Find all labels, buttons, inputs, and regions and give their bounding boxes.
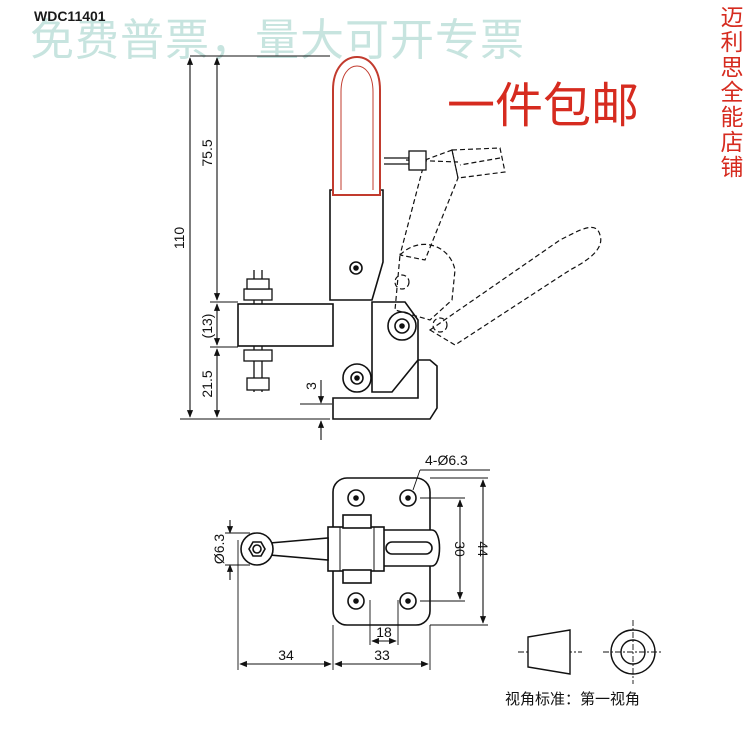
free-shipping-promo: 一件包邮: [447, 78, 640, 134]
concentric-circles-icon: [610, 629, 656, 675]
clamp-body: [327, 526, 385, 572]
dim-lower-height: 21.5: [199, 370, 215, 397]
watermark-banner: 免费普票，量大可开专票: [30, 15, 525, 66]
dim-offset: 3: [303, 382, 319, 390]
dim-base-width: 33: [374, 647, 390, 663]
spindle-arm: [269, 537, 329, 561]
spindle-bolt: [243, 270, 273, 392]
top-view: [225, 469, 490, 670]
side-dimension-labels: 110 75.5 (13) 21.5 3: [171, 139, 319, 397]
projection-label: 视角标准：第一视角: [505, 690, 640, 708]
truncated-cone-icon: [527, 629, 571, 675]
shop-name-char: 利: [720, 30, 744, 56]
mounting-base: [332, 359, 438, 420]
dimension-lines: [186, 57, 325, 440]
dim-upper-height: 75.5: [199, 139, 215, 166]
dim-base-height: 44: [475, 541, 491, 557]
dim-reach: 34: [278, 647, 294, 663]
handle-top: [373, 529, 441, 567]
dim-spindle-dia: Ø6.3: [211, 534, 227, 565]
arm-screw: [384, 150, 427, 171]
shop-name-vertical: 迈 利 思 全 能 店 铺: [718, 6, 746, 181]
extension-lines: [180, 55, 332, 420]
top-extension-lines: [225, 469, 490, 670]
top-dimension-labels: 4-Ø6.3 30 44 Ø6.3 18 34 33: [211, 452, 491, 663]
dim-holes: 4-Ø6.3: [425, 452, 468, 468]
handle-grip: [332, 55, 381, 196]
spindle-bar: [237, 303, 334, 347]
shop-name-char: 迈: [720, 5, 744, 31]
shop-name-char: 店: [720, 130, 744, 156]
projection-symbol: [518, 620, 663, 684]
pivot-hole: [349, 261, 363, 275]
mounting-holes: [347, 489, 417, 610]
side-view: [180, 55, 602, 440]
shop-name-char: 全: [720, 80, 744, 106]
dim-slot-width: 18: [376, 624, 392, 640]
shop-name-char: 能: [720, 105, 744, 131]
shop-name-char: 思: [720, 55, 744, 81]
dim-middle-height: (13): [199, 314, 215, 339]
model-code: WDC11401: [34, 8, 106, 24]
top-dimension-lines: [226, 479, 487, 668]
open-position-ghost: [394, 147, 602, 346]
dim-total-height: 110: [171, 227, 187, 250]
dim-hole-spacing: 30: [452, 541, 468, 557]
shop-name-char: 铺: [720, 155, 744, 181]
